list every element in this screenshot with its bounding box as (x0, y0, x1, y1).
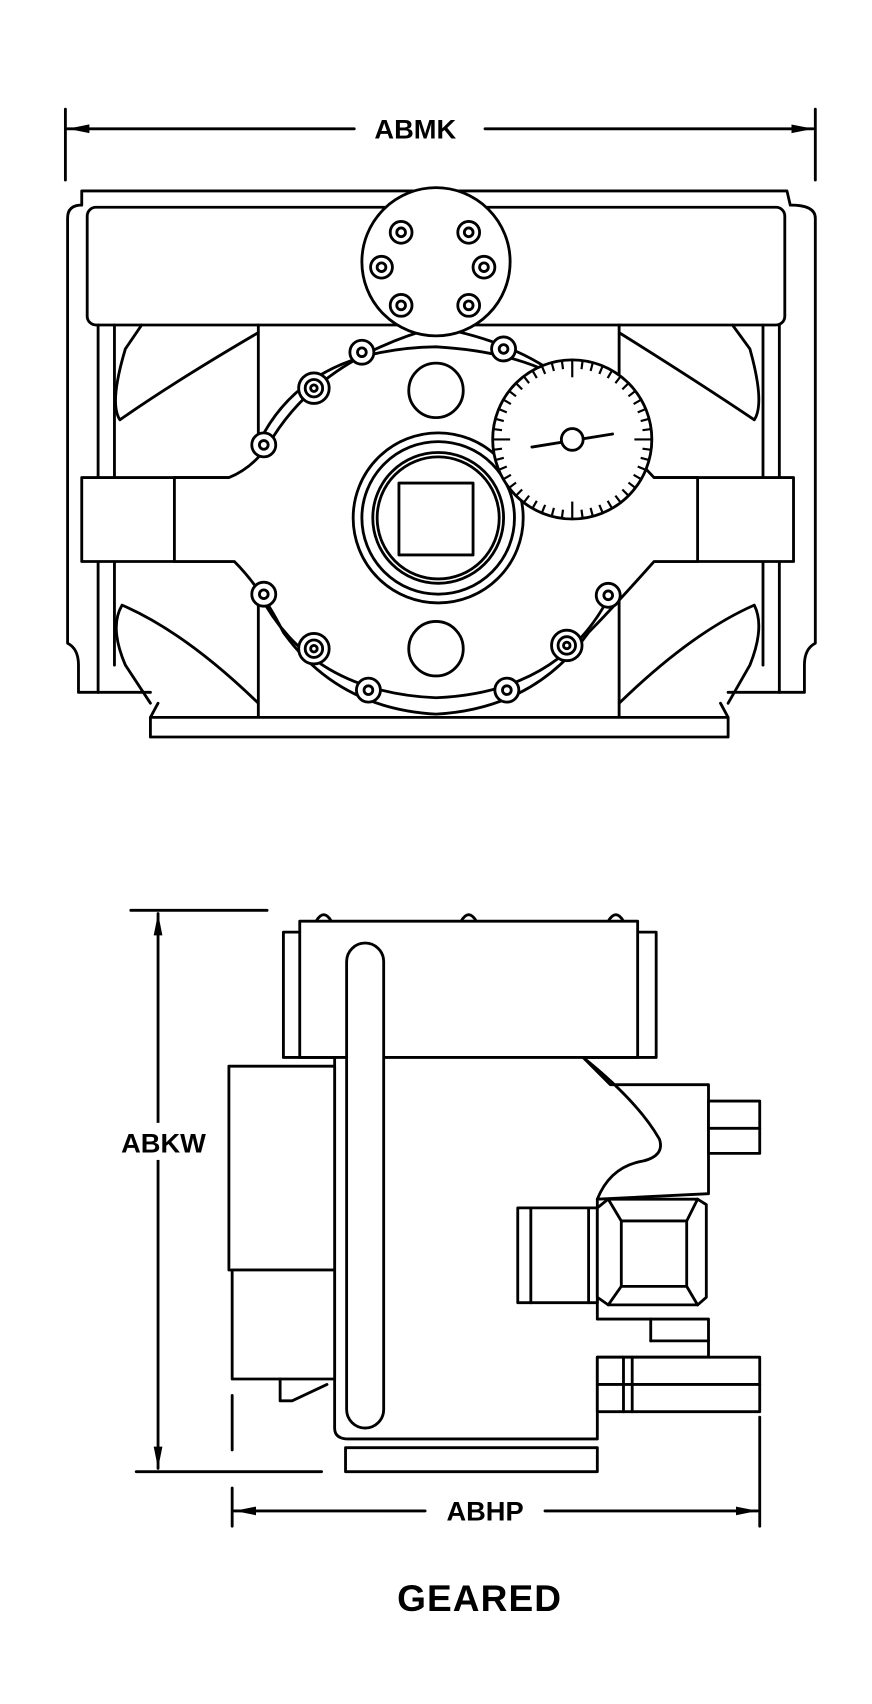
dimension-abkw: ABKW (109, 908, 323, 1474)
dimension-label-abkw: ABKW (121, 1127, 206, 1158)
base-plate (149, 715, 730, 739)
gauge-tick (550, 362, 555, 372)
gauge-tick (640, 417, 650, 423)
gauge-tick (522, 375, 530, 384)
gauge-tick (637, 465, 647, 471)
dimension-abhp: ABHP (230, 1393, 762, 1528)
top-flange (360, 186, 512, 338)
handle-slot (345, 941, 386, 1430)
dimension-label-abhp: ABHP (446, 1496, 523, 1527)
gauge-tick (502, 398, 512, 405)
upper-port (407, 361, 465, 420)
gauge-tick (598, 365, 604, 375)
side-view: ABKW ABHP (109, 908, 762, 1528)
drawing-caption: GEARED (397, 1577, 562, 1619)
gauge-tick (627, 481, 637, 489)
gauge-tick (580, 360, 584, 370)
gauge-tick (589, 362, 594, 372)
gauge-tick (550, 507, 555, 517)
gauge-tick (515, 382, 523, 391)
gauge-tick (560, 509, 565, 519)
gauge-tick (627, 390, 637, 398)
side-base (344, 1446, 599, 1474)
motor-lower-box (230, 1268, 337, 1381)
gauge-tick (640, 456, 650, 462)
housing-bolts (250, 335, 622, 704)
gauge-tick (606, 369, 613, 379)
gauge-tick (495, 417, 505, 423)
gauge-tick (531, 369, 538, 379)
gauge-tick (642, 427, 652, 432)
gauge-tick (633, 398, 642, 405)
gauge-tick (540, 504, 547, 514)
gauge-tick (614, 375, 622, 384)
gauge-tick (621, 488, 630, 497)
gauge-tick (642, 447, 652, 451)
gauge-hub (559, 427, 585, 452)
lower-port (407, 620, 465, 678)
gauge-tick (508, 390, 517, 398)
dimension-label-abmk: ABMK (374, 114, 456, 145)
side-drive-hub (516, 1197, 708, 1307)
gauge-tick (493, 427, 503, 432)
dimension-abmk: ABMK (63, 107, 817, 182)
gauge-tick (508, 481, 517, 489)
gauge-tick (498, 465, 508, 471)
gauge-tick (498, 407, 508, 414)
gauge-tick (531, 500, 538, 509)
gauge-tick (621, 382, 630, 391)
gauge-tick (606, 500, 613, 509)
gauge-tick (522, 494, 530, 504)
square-drive (351, 431, 525, 605)
gauge-tick (633, 473, 642, 481)
gauge-tick (495, 456, 505, 462)
front-view: ABMK (63, 107, 817, 739)
gauge-tick (637, 407, 647, 414)
motor-housing (227, 1064, 337, 1272)
gauge-tick (540, 365, 547, 375)
gauge-tick (493, 447, 503, 451)
gauge-tick (598, 504, 604, 514)
gauge-tick (589, 507, 594, 517)
gauge-tick (614, 494, 622, 504)
position-gauge (491, 358, 654, 521)
gauge-tick (515, 488, 523, 497)
gauge-tick (580, 509, 584, 519)
gauge-tick (502, 473, 512, 481)
gauge-tick (560, 360, 565, 370)
